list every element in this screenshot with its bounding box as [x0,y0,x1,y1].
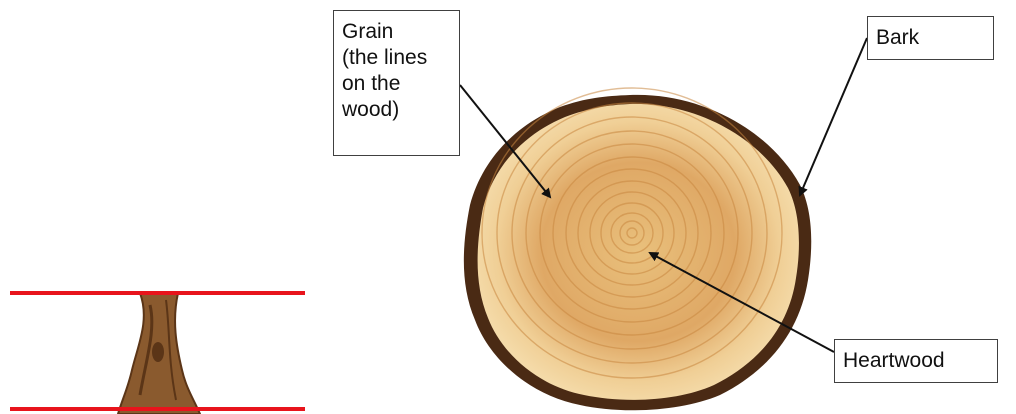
heartwood-label: Heartwood [834,339,998,383]
grain-label: Grain (the lines on the wood) [333,10,460,156]
bark-arrow [800,38,867,195]
bark-label: Bark [867,16,994,60]
wood-cross-section [464,88,811,410]
tree-trunk-illustration [10,293,305,414]
